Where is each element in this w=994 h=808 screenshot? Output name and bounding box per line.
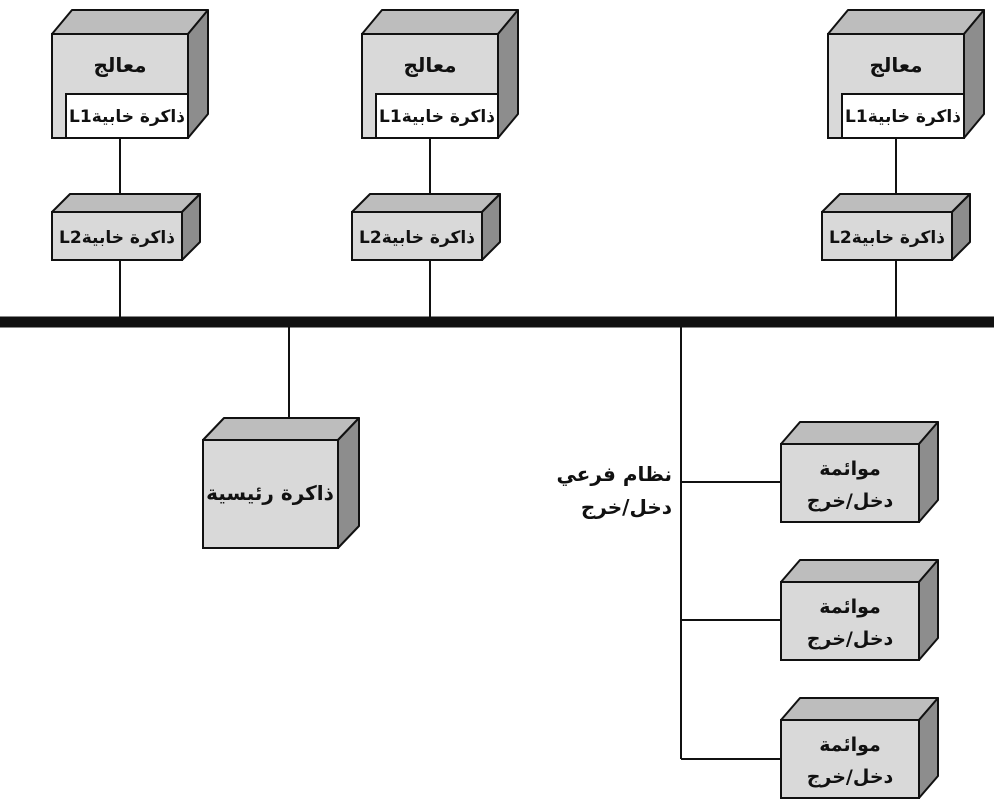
io-adapter-node-2: موائمة دخل/خرج — [780, 559, 939, 661]
l1-cache-label: ذاكرة خابيةL1 — [379, 107, 495, 127]
processor-label: معالج — [93, 53, 146, 77]
io-adapter-node-3: موائمة دخل/خرج — [780, 697, 939, 799]
main-memory-node: ذاكرة رئيسية — [202, 417, 360, 549]
l2-cache-label: ذاكرة خابيةL2 — [59, 228, 175, 248]
l2-cache-node-3: ذاكرة خابيةL2 — [821, 193, 971, 261]
processor-label: معالج — [869, 53, 922, 77]
l2-cache-label: ذاكرة خابيةL2 — [829, 228, 945, 248]
processor-node-3: معالج ذاكرة خابيةL1 — [827, 9, 985, 139]
io-adapter-label-line-2: دخل/خرج — [807, 766, 894, 788]
io-adapter-label-line-1: موائمة — [819, 458, 881, 480]
l1-cache-label: ذاكرة خابيةL1 — [845, 107, 961, 127]
l1-cache-label: ذاكرة خابيةL1 — [69, 107, 185, 127]
io-subsystem-label: نظام فرعي دخل/خرج — [556, 462, 672, 519]
io-adapter-label-line-1: موائمة — [819, 596, 881, 618]
main-memory-label: ذاكرة رئيسية — [206, 481, 334, 505]
io-adapter-label-line-1: موائمة — [819, 734, 881, 756]
io-adapter-label-line-2: دخل/خرج — [807, 628, 894, 650]
connection-lines — [119, 138, 897, 760]
io-subsystem-label-line-1: نظام فرعي — [556, 462, 672, 487]
io-adapter-label-line-2: دخل/خرج — [807, 490, 894, 512]
l2-cache-node-2: ذاكرة خابيةL2 — [351, 193, 501, 261]
processor-label: معالج — [403, 53, 456, 77]
processor-node-1: معالج ذاكرة خابيةL1 — [51, 9, 209, 139]
l2-cache-label: ذاكرة خابيةL2 — [359, 228, 475, 248]
io-adapter-node-1: موائمة دخل/خرج — [780, 421, 939, 523]
l2-cache-node-1: ذاكرة خابيةL2 — [51, 193, 201, 261]
io-subsystem-label-line-2: دخل/خرج — [581, 495, 672, 519]
processor-node-2: معالج ذاكرة خابيةL1 — [361, 9, 519, 139]
